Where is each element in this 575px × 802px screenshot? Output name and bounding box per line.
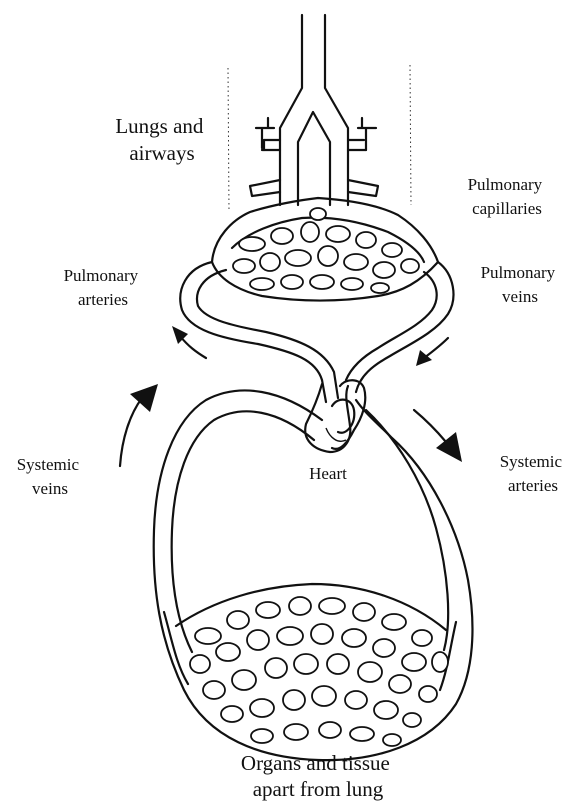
pulmonary-vein-flow-arrow [416, 338, 448, 366]
organs-and-tissue-label: Organs and tissue apart from lung [241, 751, 395, 801]
lung-boundary-left [228, 68, 229, 212]
heart-label: Heart [309, 464, 347, 483]
pulmonary-veins-label: Pulmonary veins [481, 263, 560, 306]
pulmonary-capillaries-label: Pulmonary capillaries [468, 175, 547, 218]
systemic-arteries-label: Systemic arteries [500, 452, 567, 495]
airways-tree [250, 15, 378, 205]
systemic-veins-label: Systemic veins [17, 455, 84, 498]
systemic-artery-flow-arrow [414, 410, 462, 462]
pulmonary-arteries-label: Pulmonary arteries [64, 266, 143, 309]
pulmonary-capillary-bed [212, 198, 438, 301]
lungs-and-airways-label: Lungs and airways [115, 114, 208, 165]
pulmonary-artery-flow-arrow [172, 326, 206, 358]
systemic-vein-flow-arrow [120, 384, 158, 466]
lung-boundary-right [410, 65, 411, 205]
